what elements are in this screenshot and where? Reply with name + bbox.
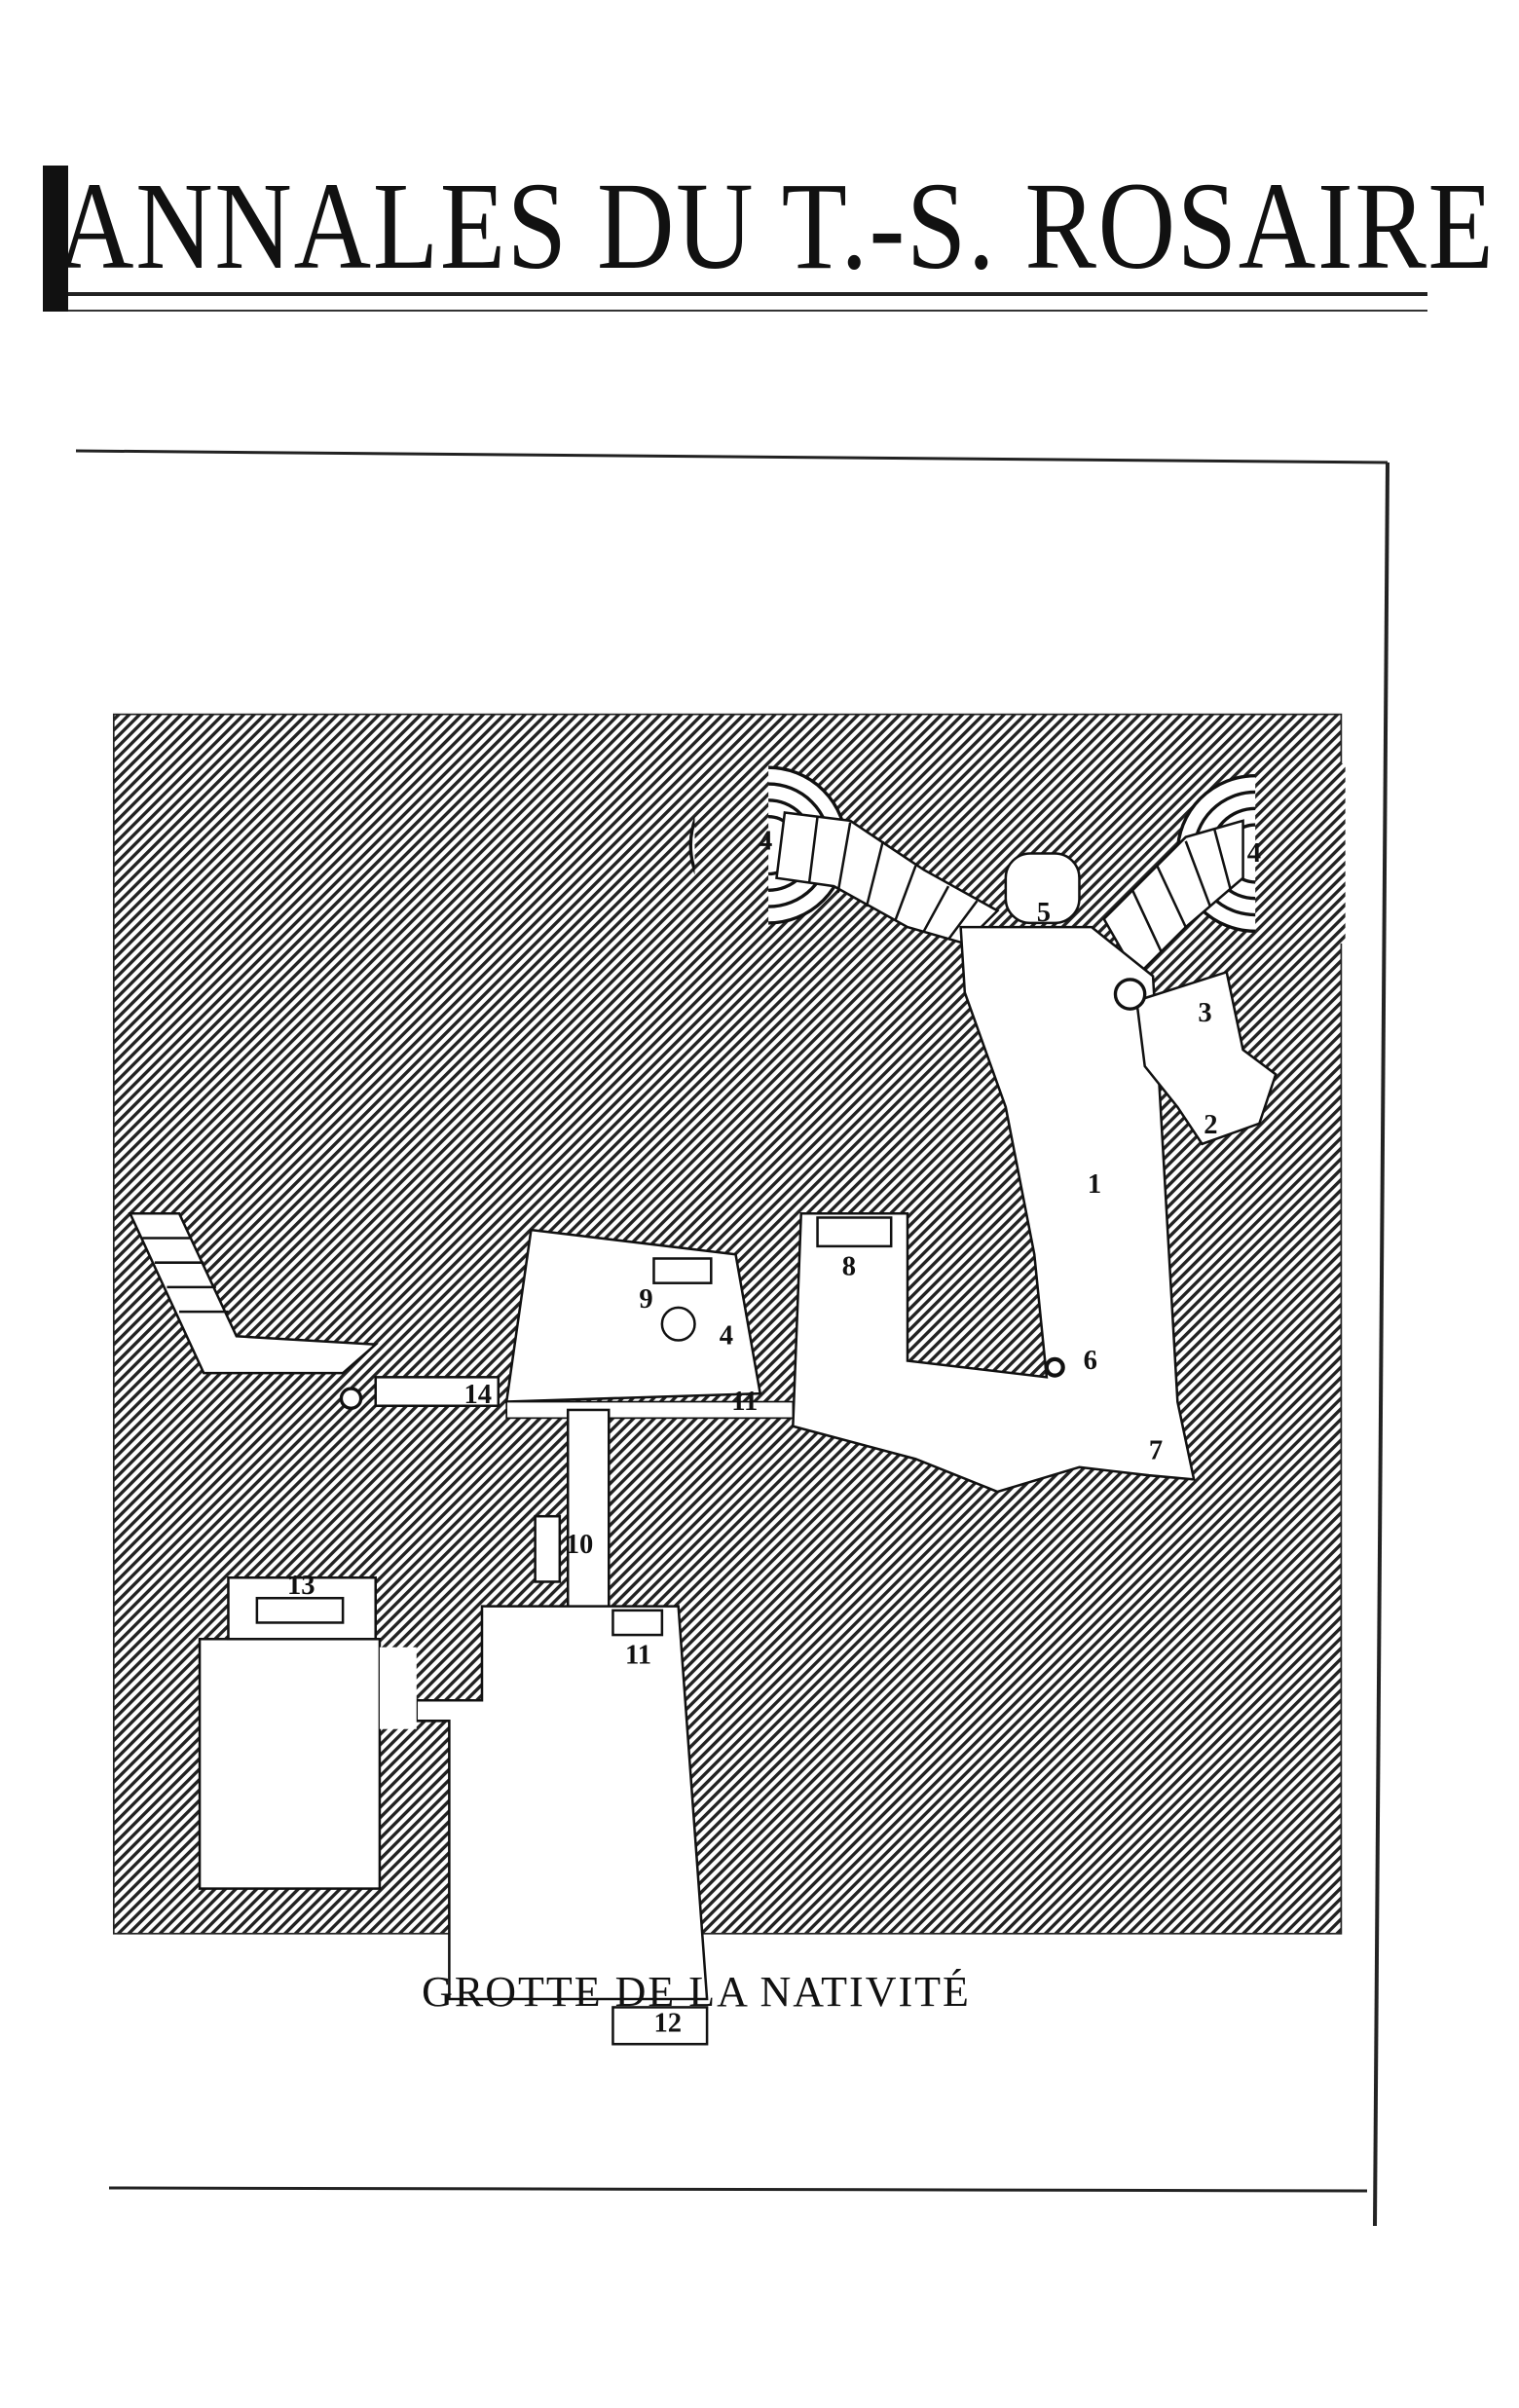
room-11 <box>415 1605 709 2001</box>
label-1: 1 <box>1088 1169 1101 1200</box>
title-rule <box>68 292 1427 296</box>
label-11: 11 <box>731 1387 758 1417</box>
label-10: 10 <box>566 1530 594 1560</box>
labels: 1 2 3 4 4 4 5 6 7 8 9 10 11 11 12 13 14 <box>287 826 1261 2038</box>
label-4: 4 <box>720 1321 733 1352</box>
label-4: 4 <box>1247 838 1261 869</box>
label-5: 5 <box>1037 898 1051 928</box>
room-3 <box>1134 970 1278 1146</box>
corridor-10 <box>566 1408 611 1612</box>
journal-title: ANNALES DU T.-S. ROSAIRE <box>56 157 1496 295</box>
stairs-west <box>128 1211 379 1375</box>
label-7: 7 <box>1149 1435 1163 1465</box>
label-13: 13 <box>287 1571 315 1601</box>
passage-14 <box>374 1376 500 1408</box>
room-1-grotto <box>792 925 1196 1494</box>
label-9: 9 <box>639 1284 652 1315</box>
label-8: 8 <box>842 1251 856 1281</box>
room-9 <box>504 1228 762 1403</box>
label-14: 14 <box>463 1380 492 1410</box>
label-6: 6 <box>1084 1346 1097 1376</box>
label-11: 11 <box>625 1640 651 1670</box>
label-2: 2 <box>1204 1110 1217 1140</box>
title-margin-bar-overlay <box>43 166 68 312</box>
floor-plan: 1 2 3 4 4 4 5 6 7 8 9 10 11 11 12 13 14 <box>112 713 1346 2046</box>
title-rule-thin <box>68 310 1427 312</box>
figure-caption: GROTTE DE LA NATIVITÉ <box>422 1968 971 2016</box>
label-3: 3 <box>1198 998 1211 1028</box>
room-13 <box>198 1638 382 1890</box>
label-4: 4 <box>759 826 772 856</box>
label-12: 12 <box>653 2009 682 2039</box>
